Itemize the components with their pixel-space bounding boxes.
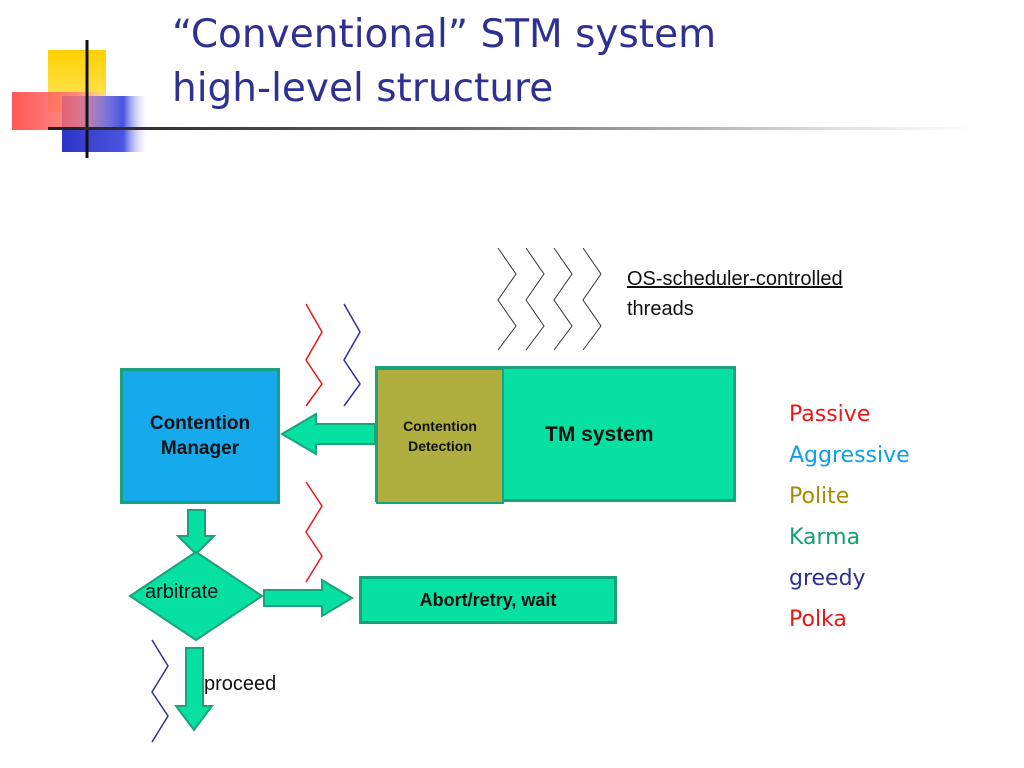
strategy-aggressive: Aggressive [789,443,910,468]
os-threads-label-line-1: OS-scheduler-controlled [627,268,843,290]
abort-retry-label: Abort/retry, wait [419,589,557,610]
arrow-to-contention-manager [280,412,376,456]
title-line-1: “Conventional” STM system [172,12,717,57]
strategy-passive: Passive [789,402,871,427]
title-line-2: high-level structure [172,66,554,111]
contention-manager-box: Contention Manager [120,368,280,504]
slide-corner-decoration-icon [12,40,150,158]
title-underline [48,127,978,130]
thread-squiggle-red-1 [305,303,323,407]
os-thread-squiggles-icon [497,247,602,351]
arrow-to-abort-retry [263,578,354,618]
contention-strategy-list: Passive Aggressive Polite Karma greedy P… [789,397,910,643]
arrow-to-arbitrate [175,509,217,556]
arbitrate-label: arbitrate [145,581,219,603]
thread-squiggle-red-2 [305,481,323,583]
abort-retry-box: Abort/retry, wait [359,576,617,624]
tm-system-label: TM system [545,423,654,446]
arbitrate-decision-diamond [128,550,264,642]
contention-detection-label-2: Detection [408,438,472,454]
slide-title: “Conventional” STM system high-level str… [172,8,716,116]
strategy-polka: Polka [789,607,847,632]
strategy-polite: Polite [789,484,850,509]
strategy-greedy: greedy [789,566,866,591]
os-threads-label-line-2: threads [627,298,694,320]
contention-manager-label-2: Manager [160,438,240,459]
proceed-label: proceed [204,673,277,695]
os-threads-label: OS-scheduler-controlled threads [627,264,843,324]
thread-squiggle-blue-2 [151,639,169,743]
contention-detection-box: Contention Detection [376,368,504,504]
thread-squiggle-blue-1 [343,303,361,407]
contention-manager-label-1: Contention [149,413,251,434]
strategy-karma: Karma [789,525,861,550]
arrow-proceed-down [174,647,214,732]
contention-detection-label-1: Contention [403,418,477,434]
